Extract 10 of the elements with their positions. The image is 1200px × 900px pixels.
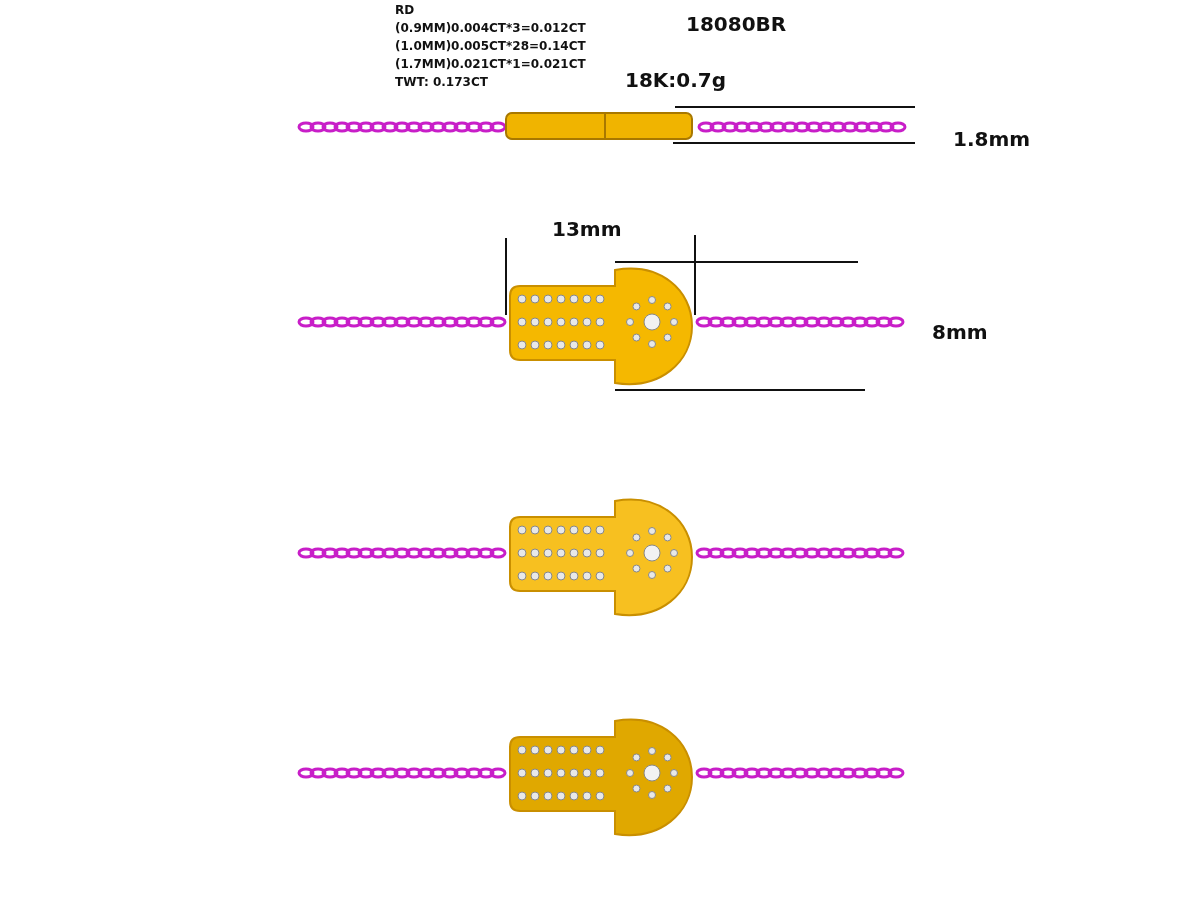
model-number: 18080BR [686, 13, 787, 35]
specification-text: TWT: 0.173CT [395, 76, 488, 90]
specification-text: (0.9MM)0.004CT*3=0.012CT [395, 22, 586, 36]
specification-text: (1.0MM)0.005CT*28=0.14CT [395, 40, 586, 54]
dimension-text: 13mm [552, 218, 622, 240]
dimension-text: 1.8mm [953, 128, 1031, 150]
specification-text: RD [395, 4, 415, 18]
dimension-text: 8mm [932, 321, 988, 343]
weight-text: 18K:0.7g [625, 69, 727, 91]
specification-text: (1.7MM)0.021CT*1=0.021CT [395, 58, 586, 72]
